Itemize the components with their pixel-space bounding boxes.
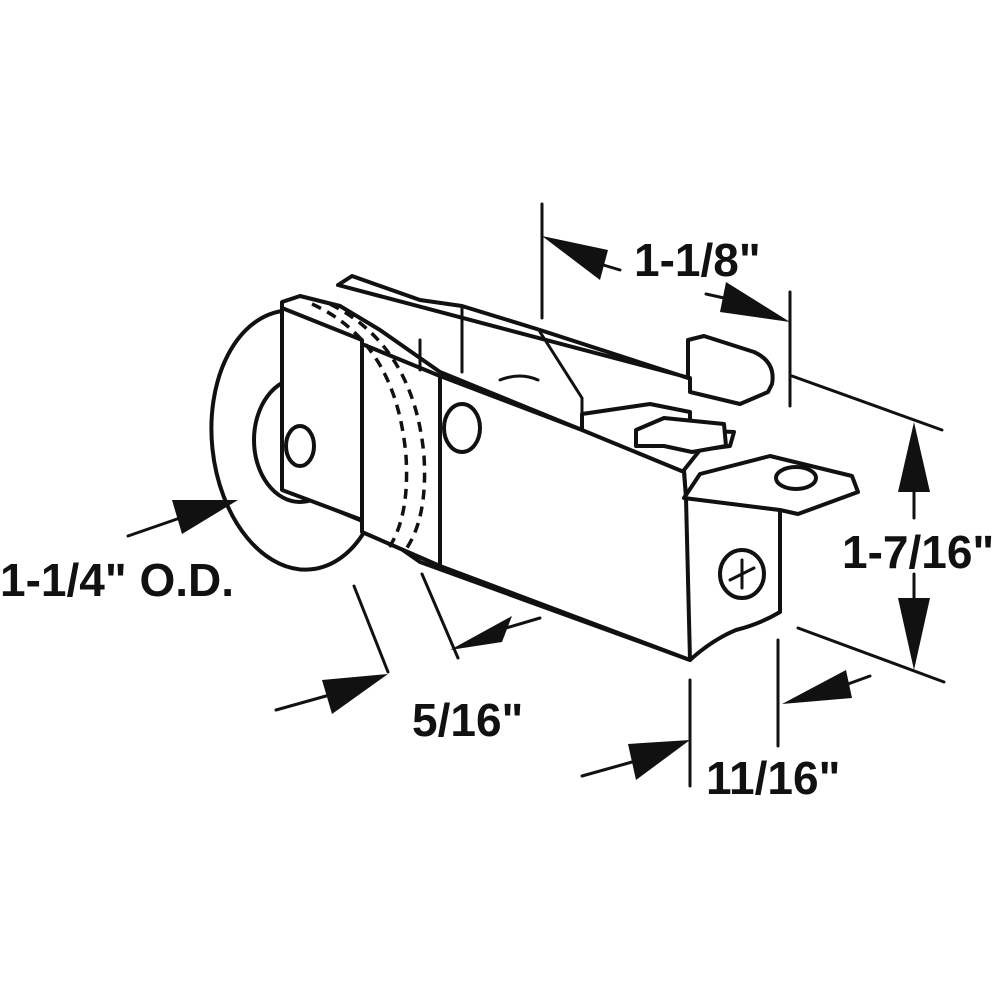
dimension-length-label: 1-1/8" [634, 234, 761, 286]
dimension-body-width: 11/16" [580, 638, 872, 804]
roller-assembly [209, 274, 860, 662]
dimension-length: 1-1/8" [540, 202, 792, 408]
axle-rivet-left [284, 424, 316, 468]
axle-rivet-right [442, 402, 482, 454]
wheel-tread [360, 342, 442, 568]
dimension-height: 1-7/16" [790, 374, 994, 684]
adjustment-screw [718, 548, 766, 600]
adjustment-slot [634, 416, 728, 454]
dimension-wheel-width: 5/16" [274, 572, 542, 746]
housing-top-flange [336, 274, 775, 406]
dimension-wheel-diameter: 1-1/4" O.D. [0, 500, 238, 606]
dimension-height-label: 1-7/16" [842, 526, 994, 578]
dimension-wheel-diameter-label: 1-1/4" O.D. [0, 554, 234, 606]
dimension-wheel-width-label: 5/16" [412, 694, 523, 746]
mounting-hole [774, 465, 818, 491]
mounting-ear [682, 454, 860, 516]
dimension-body-width-label: 11/16" [706, 752, 840, 804]
axle-plate [280, 306, 364, 522]
